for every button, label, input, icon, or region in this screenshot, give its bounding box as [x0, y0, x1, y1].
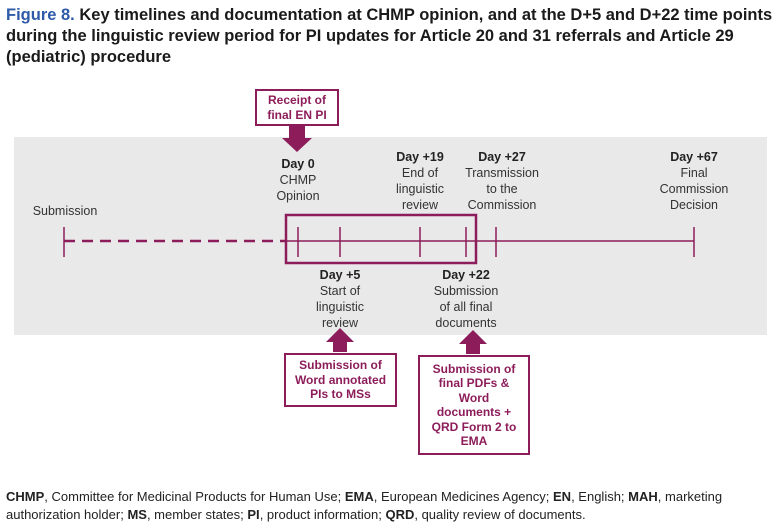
milestone-desc: linguistic: [396, 182, 444, 196]
abbreviations-footnote: CHMP, Committee for Medicinal Products f…: [6, 489, 723, 522]
abbr-term: CHMP: [6, 489, 45, 504]
milestone-day-5: Day +5 Start of linguistic review: [296, 267, 384, 331]
milestone-day: Day +19: [396, 150, 444, 164]
abbr-definition: Committee for Medicinal Products for Hum…: [51, 489, 342, 504]
abbr-term: EN: [553, 489, 572, 504]
milestone-desc: review: [401, 198, 439, 212]
final-pdfs-label: Submission of final PDFs & Word document…: [431, 361, 517, 449]
milestone-desc: Submission: [433, 284, 499, 298]
submission-label: Submission: [32, 204, 98, 218]
abbr-term: PI: [247, 507, 260, 522]
final-pdfs-box: Submission of final PDFs & Word document…: [418, 355, 530, 455]
arrow-up-icon: [326, 328, 354, 352]
milestone-desc: to the: [486, 182, 518, 196]
abbr-term: EMA: [344, 489, 374, 504]
abbr-definition: member states;: [154, 507, 244, 522]
abbr-term: MS: [127, 507, 147, 522]
abbr-definition: English;: [578, 489, 625, 504]
milestone-day-22: Day +22 Submission of all final document…: [420, 267, 512, 331]
word-annotated-pis-label: Submission of Word annotated PIs to MSs: [294, 358, 387, 402]
arrow-down-icon: [282, 126, 312, 152]
milestone-day-0: Day 0 CHMP Opinion: [252, 156, 344, 204]
word-annotated-pis-box: Submission of Word annotated PIs to MSs: [284, 353, 397, 407]
abbr-term: QRD: [385, 507, 415, 522]
abbr-definition: European Medicines Agency;: [380, 489, 550, 504]
receipt-final-en-pi-box: Receipt of final EN PI: [255, 89, 339, 126]
milestone-desc: Decision: [670, 198, 718, 212]
abbr-definition: product information;: [266, 507, 382, 522]
milestone-day: Day 0: [281, 157, 315, 171]
milestone-day-19: Day +19 End of linguistic review: [378, 149, 462, 213]
milestone-day-67: Day +67 Final Commission Decision: [648, 149, 740, 213]
milestone-desc: Commission: [659, 182, 729, 196]
milestone-desc: Start of: [319, 284, 361, 298]
milestone-desc: of all final: [439, 300, 493, 314]
milestone-day-27: Day +27 Transmission to the Commission: [456, 149, 548, 213]
figure-title: Figure 8. Key timelines and documentatio…: [6, 5, 776, 68]
abbr-definition: marketing authorization holder;: [6, 489, 723, 522]
abbr-definition: quality review of documents.: [421, 507, 586, 522]
milestone-desc: Final: [680, 166, 708, 180]
abbr-term: MAH: [628, 489, 658, 504]
milestone-day: Day +27: [478, 150, 526, 164]
milestone-desc: Opinion: [276, 189, 320, 203]
milestone-desc: Commission: [467, 198, 537, 212]
figure-caption: Key timelines and documentation at CHMP …: [6, 6, 773, 66]
linguistic-review-window: [284, 213, 478, 265]
milestone-desc: End of: [401, 166, 439, 180]
milestone-desc: review: [321, 316, 359, 330]
milestone-day: Day +5: [319, 268, 361, 282]
milestone-desc: CHMP: [279, 173, 317, 187]
milestone-desc: Transmission: [465, 166, 539, 180]
receipt-final-en-pi-label: Receipt of final EN PI: [267, 93, 327, 122]
milestone-desc: documents: [435, 316, 497, 330]
milestone-day: Day +67: [670, 150, 718, 164]
figure-number: Figure 8.: [6, 6, 75, 24]
arrow-up-icon: [459, 330, 487, 354]
milestone-desc: linguistic: [316, 300, 364, 314]
milestone-day: Day +22: [442, 268, 490, 282]
timeline-band: [14, 137, 767, 335]
